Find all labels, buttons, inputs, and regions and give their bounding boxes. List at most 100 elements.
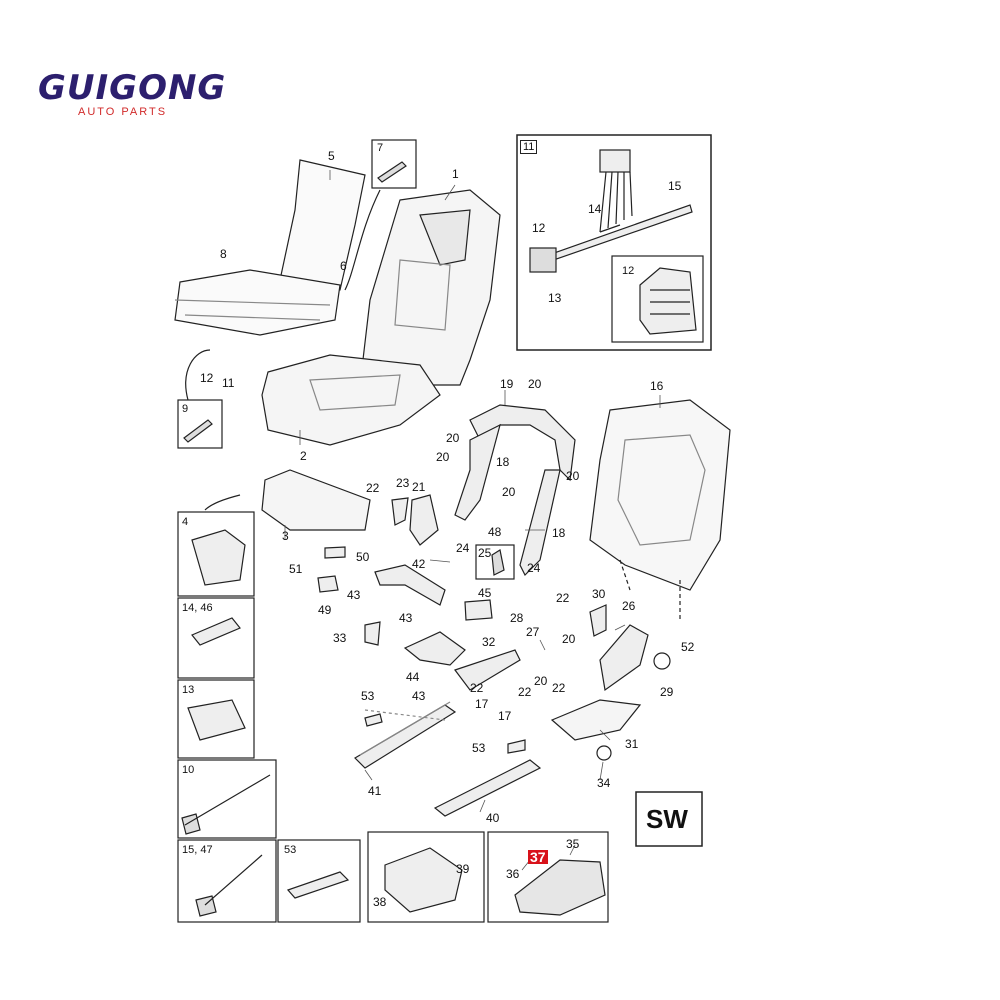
callout-18b: 18: [552, 526, 566, 540]
callout-18a: 18: [496, 455, 510, 469]
callout-53b: 53: [472, 741, 486, 755]
callout-49: 49: [318, 603, 332, 617]
inset-box-12: [611, 255, 704, 343]
callout-44: 44: [406, 670, 420, 684]
callout-29: 29: [660, 685, 674, 699]
linkage-22: [454, 649, 521, 691]
inset-box-9: [177, 399, 223, 449]
backrest-pad-5: [279, 159, 366, 291]
part-34: [596, 745, 612, 761]
part-50: [324, 546, 346, 559]
bracket-21: [409, 494, 439, 546]
callout-33: 33: [333, 631, 347, 645]
box-label-7: 7: [377, 142, 384, 154]
seat-rail-41: [354, 704, 457, 769]
callout-40: 40: [486, 811, 500, 825]
callout-12-box11: 12: [532, 221, 546, 235]
cap-30: [589, 604, 607, 637]
mechanism-42: [374, 564, 446, 606]
callout-39: 39: [456, 862, 470, 876]
callout-31: 31: [625, 737, 639, 751]
callout-1: 1: [452, 167, 459, 181]
callout-20a: 20: [528, 377, 542, 391]
inset-box-35-37: [487, 831, 609, 923]
brand-name: GUIGONG: [38, 68, 227, 108]
callout-43b: 43: [399, 611, 413, 625]
inset-box-4: [177, 511, 255, 597]
callout-50: 50: [356, 550, 370, 564]
callout-5: 5: [328, 149, 335, 163]
callout-21: 21: [412, 480, 426, 494]
module-38: [384, 847, 463, 913]
side-trim-31: [550, 699, 642, 741]
callout-19: 19: [500, 377, 514, 391]
callout-48: 48: [488, 525, 502, 539]
inset-box-7: [371, 139, 417, 189]
side-trim-29-30: [599, 624, 649, 692]
frame-side-18b: [519, 469, 561, 577]
seat-cushion-2: [261, 354, 441, 446]
callout-22b: 22: [556, 591, 570, 605]
box-label-15-47: 15, 47: [182, 844, 213, 856]
callout-37-highlighted: 37: [528, 849, 548, 865]
inset-box-13: [177, 679, 255, 759]
callout-16: 16: [650, 379, 664, 393]
callout-23: 23: [396, 476, 410, 490]
callout-27: 27: [526, 625, 540, 639]
inset-box-25: [475, 544, 515, 580]
bracket-23: [391, 497, 409, 526]
callout-32: 32: [482, 635, 496, 649]
callout-35: 35: [566, 837, 580, 851]
callout-51: 51: [289, 562, 303, 576]
callout-53a: 53: [361, 689, 375, 703]
box-label-10: 10: [182, 764, 195, 776]
inset-box-15-47: [177, 839, 277, 923]
variant-code: SW: [646, 804, 688, 834]
inset-box-53: [277, 839, 361, 923]
callout-17a: 17: [475, 697, 489, 711]
callout-43a: 43: [347, 588, 361, 602]
callout-3: 3: [282, 529, 289, 543]
brand-logo: GUIGONG AUTO PARTS: [38, 68, 238, 128]
callout-20g: 20: [534, 674, 548, 688]
callout-20f: 20: [562, 632, 576, 646]
callout-20d: 20: [502, 485, 516, 499]
backrest-shell-16: [589, 399, 731, 591]
brand-tagline: AUTO PARTS: [78, 106, 168, 118]
inset-box-14-46: [177, 597, 255, 679]
box-label-12: 12: [622, 265, 635, 277]
callout-22a: 22: [366, 481, 380, 495]
seat-rail-40: [433, 759, 542, 817]
wiring-harness-icon: [529, 149, 693, 273]
mechanism-33: [364, 621, 381, 646]
callout-41: 41: [368, 784, 382, 798]
callout-20e: 20: [566, 469, 580, 483]
motor-35: [514, 859, 606, 916]
code-box-sw: [635, 791, 703, 847]
callout-24b: 24: [527, 561, 541, 575]
callout-13: 13: [548, 291, 562, 305]
mechanism-44: [403, 631, 466, 666]
frame-side-18a: [454, 423, 501, 521]
part-53-rail: [364, 713, 383, 727]
callout-30: 30: [592, 587, 606, 601]
box-label-11: 11: [520, 140, 538, 154]
callout-20b: 20: [446, 431, 460, 445]
callout-52: 52: [681, 640, 695, 654]
part-49: [317, 575, 339, 593]
callout-17b: 17: [498, 709, 512, 723]
inset-box-10: [177, 759, 277, 839]
callout-26: 26: [622, 599, 636, 613]
callout-28: 28: [510, 611, 524, 625]
callout-12: 12: [200, 371, 214, 385]
box-label-25: 25: [478, 546, 492, 560]
callout-34: 34: [597, 776, 611, 790]
side-bolster-3: [261, 469, 371, 531]
part-53-b: [507, 739, 526, 754]
knob-29: [653, 652, 671, 670]
box-label-13: 13: [182, 684, 195, 696]
box-label-4: 4: [182, 516, 189, 528]
callout-42: 42: [412, 557, 426, 571]
